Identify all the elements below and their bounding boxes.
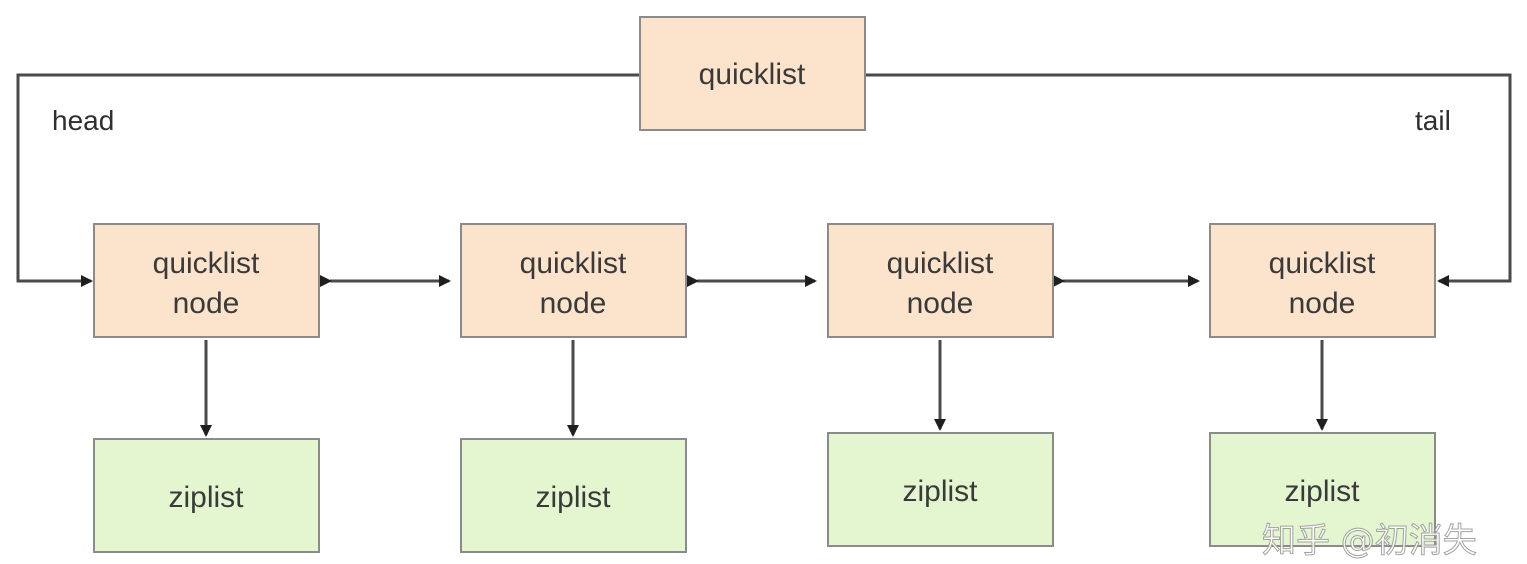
quicklist-node-1: quicklist node [93, 223, 320, 338]
node-label-line2: node [540, 287, 607, 320]
quicklist-root: quicklist [639, 16, 866, 131]
tail-label: tail [1415, 105, 1451, 136]
ziplist-label: ziplist [902, 475, 978, 508]
watermark: 知乎 @初消失 [1262, 521, 1477, 561]
ziplist-1: ziplist [93, 438, 320, 553]
quicklist-node-4: quicklist node [1209, 223, 1436, 338]
ziplist-2: ziplist [460, 438, 687, 553]
node-label-line2: node [907, 287, 974, 320]
quicklist-node-2: quicklist node [460, 223, 687, 338]
node-label-line1: quicklist [153, 247, 260, 280]
node-label-line1: quicklist [887, 247, 994, 280]
node-label-line1: quicklist [520, 247, 627, 280]
ziplist-label: ziplist [168, 481, 244, 514]
head-label: head [52, 105, 114, 136]
quicklist-root-label: quicklist [699, 58, 806, 91]
node-label-line1: quicklist [1269, 247, 1376, 280]
ziplist-label: ziplist [1284, 475, 1360, 508]
ziplist-label: ziplist [535, 481, 611, 514]
node-label-line2: node [1289, 287, 1356, 320]
quicklist-node-3: quicklist node [827, 223, 1054, 338]
node-label-line2: node [173, 287, 240, 320]
tail-pointer-line [865, 73, 1512, 287]
head-pointer-line [16, 73, 640, 287]
ziplist-3: ziplist [827, 432, 1054, 547]
ziplist-4: ziplist [1209, 432, 1436, 547]
